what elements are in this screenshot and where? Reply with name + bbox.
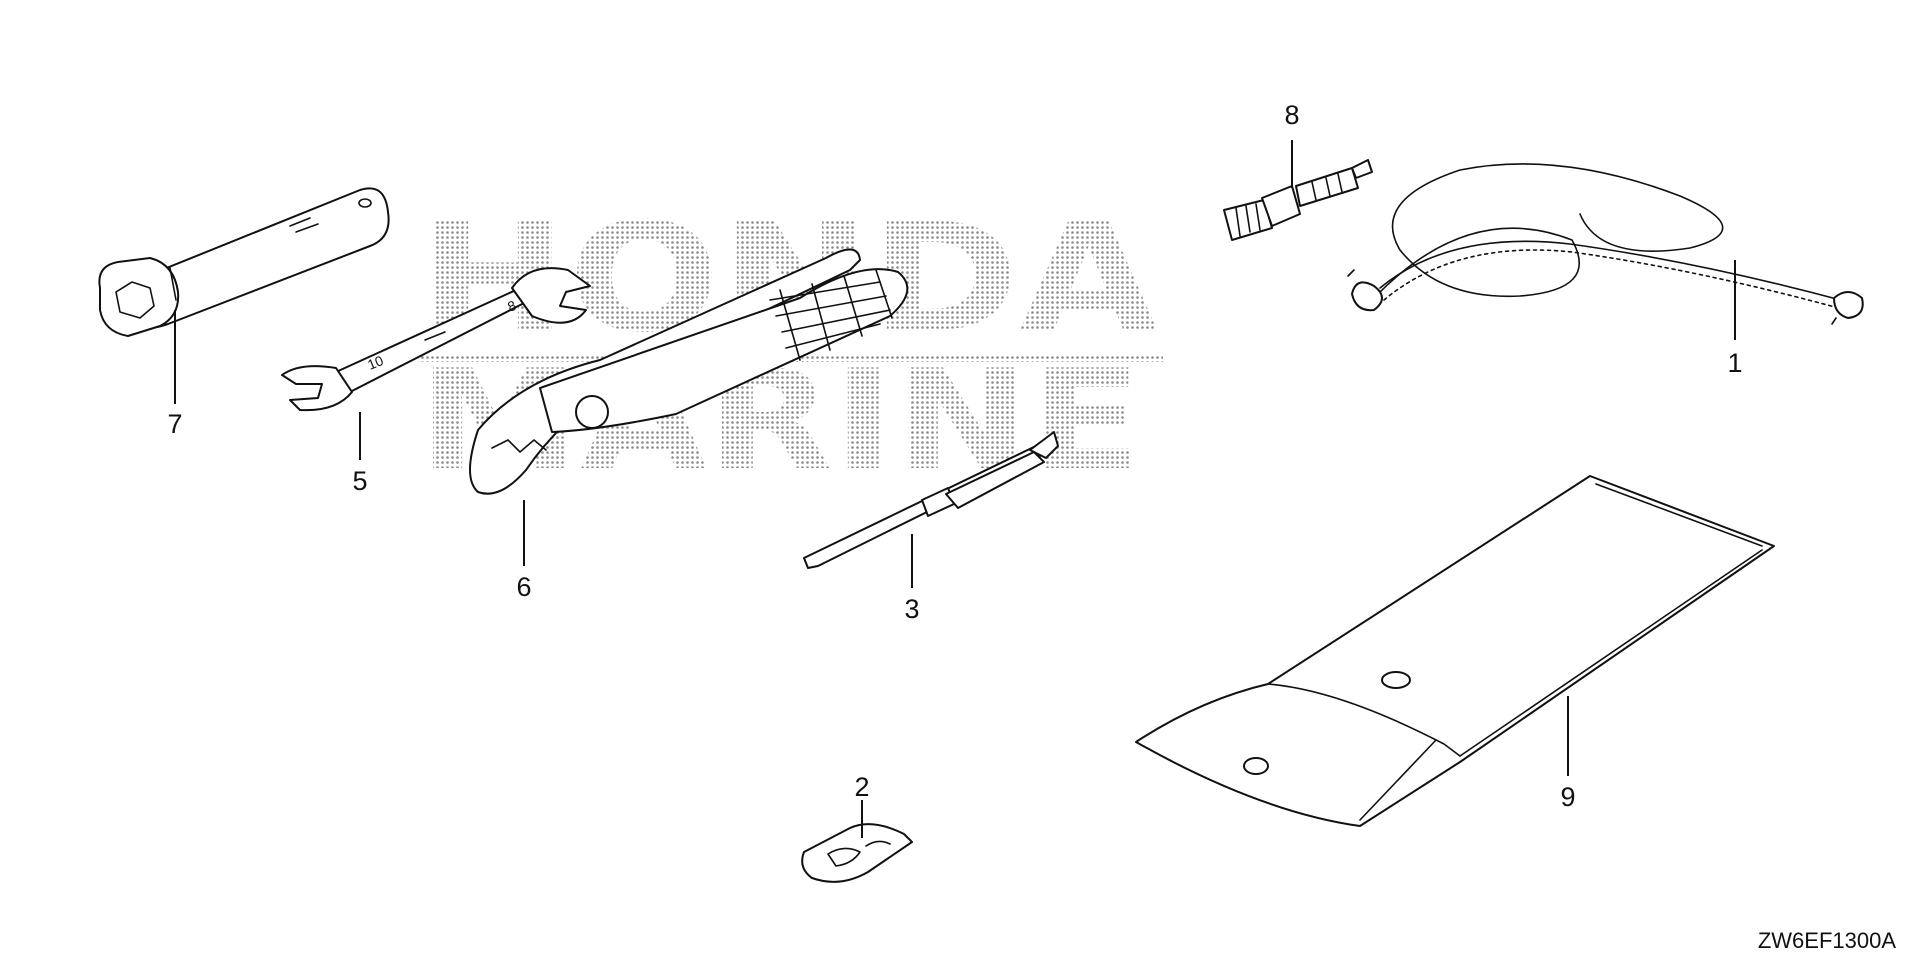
callout-5: 5 — [352, 466, 367, 496]
callout-6: 6 — [516, 572, 531, 602]
callout-2: 2 — [854, 772, 869, 802]
tool-bag-icon — [1135, 475, 1775, 827]
callout-7: 7 — [167, 409, 182, 439]
screwdriver-icon — [803, 431, 1059, 569]
callout-8: 8 — [1284, 100, 1299, 130]
spark-plug-icon — [1223, 159, 1373, 241]
diagram-code: ZW6EF1300A — [1758, 928, 1896, 953]
open-end-wrench-icon: 8 10 — [281, 267, 591, 412]
socket-wrench-icon — [98, 187, 390, 337]
callouts: 7 5 6 3 2 8 1 9 — [167, 100, 1742, 812]
callout-9: 9 — [1560, 782, 1575, 812]
callout-3: 3 — [904, 594, 919, 624]
callout-1: 1 — [1727, 348, 1742, 378]
leader-lines — [174, 140, 1736, 838]
pliers-icon — [469, 248, 909, 495]
clip-icon — [801, 823, 913, 883]
rope-icon — [1347, 163, 1864, 325]
svg-text:10: 10 — [365, 352, 386, 373]
